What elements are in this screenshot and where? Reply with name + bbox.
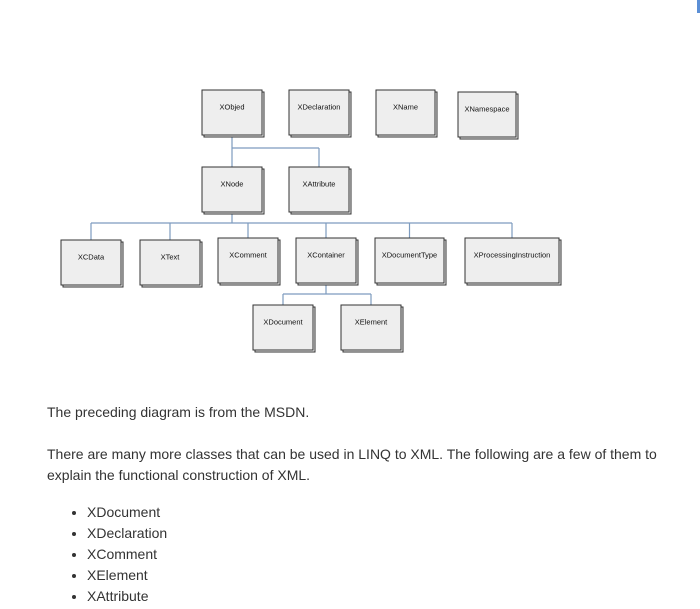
class-list-item: XComment	[87, 544, 167, 565]
node-box	[457, 91, 517, 138]
node-xelement: XElement	[340, 304, 404, 353]
caption-paragraph: The preceding diagram is from the MSDN.	[47, 404, 310, 420]
node-box	[201, 166, 263, 213]
node-label: XProcessingInstruction	[474, 251, 551, 260]
node-xdeclaration: XDeclaration	[288, 89, 352, 138]
node-xprocessinginstruction: XProcessingInstruction	[464, 237, 562, 286]
node-label: XNamespace	[464, 105, 509, 114]
node-xnamespace: XNamespace	[457, 91, 519, 140]
node-xcdata: XCData	[60, 239, 124, 288]
node-label: XName	[393, 103, 418, 112]
node-box	[340, 304, 402, 351]
node-label: XAttribute	[303, 180, 336, 189]
node-label: XComment	[229, 251, 267, 260]
node-xdocument: XDocument	[252, 304, 316, 353]
node-label: XObjed	[219, 103, 244, 112]
node-box	[217, 237, 279, 284]
node-box	[252, 304, 314, 351]
intro-paragraph: There are many more classes that can be …	[47, 446, 657, 483]
class-list-item: XAttribute	[87, 586, 167, 607]
node-label: XElement	[355, 318, 388, 327]
node-xname: XName	[375, 89, 438, 138]
node-box	[60, 239, 122, 286]
class-list-item: XDeclaration	[87, 523, 167, 544]
node-xtext: XText	[139, 239, 203, 288]
node-label: XDeclaration	[298, 103, 341, 112]
node-box	[295, 237, 357, 284]
node-box	[374, 237, 445, 284]
node-label: XContainer	[307, 251, 345, 260]
node-box	[288, 89, 350, 136]
class-list: XDocumentXDeclarationXCommentXElementXAt…	[47, 502, 167, 607]
class-list-item: XDocument	[87, 502, 167, 523]
node-box	[375, 89, 436, 136]
node-box	[464, 237, 560, 284]
node-box	[139, 239, 201, 286]
node-xdocumenttype: XDocumentType	[374, 237, 447, 286]
node-label: XText	[161, 253, 181, 262]
node-label: XDocumentType	[382, 251, 437, 260]
node-xattribute: XAttribute	[288, 166, 352, 215]
node-box	[201, 89, 263, 136]
node-xcomment: XComment	[217, 237, 281, 286]
node-label: XCData	[78, 253, 105, 262]
scroll-edge-marker	[697, 0, 700, 13]
node-box	[288, 166, 350, 213]
node-label: XNode	[221, 180, 244, 189]
node-label: XDocument	[263, 318, 303, 327]
node-xcontainer: XContainer	[295, 237, 359, 286]
class-list-item: XElement	[87, 565, 167, 586]
node-xnode: XNode	[201, 166, 265, 215]
node-xobject: XObjed	[201, 89, 265, 138]
